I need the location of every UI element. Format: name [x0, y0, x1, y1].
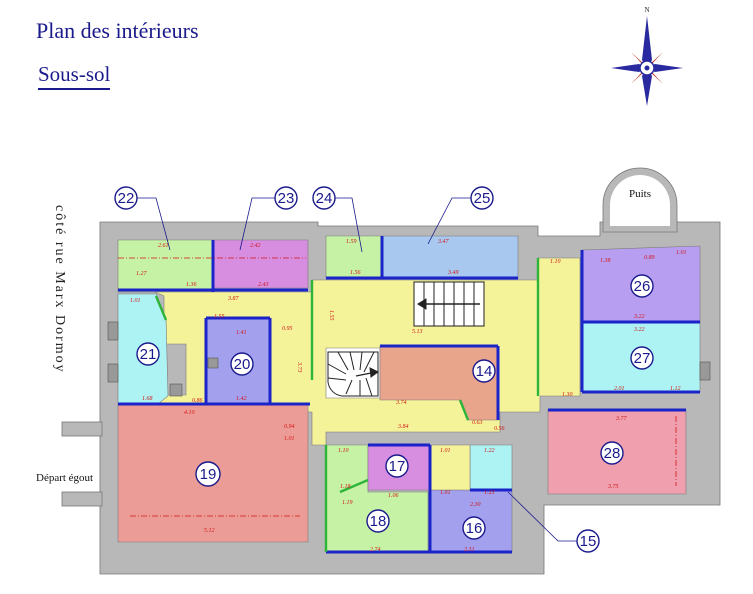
svg-text:1.23: 1.23 — [484, 490, 495, 496]
svg-text:1.06: 1.06 — [388, 493, 399, 499]
svg-text:1.42: 1.42 — [236, 395, 247, 402]
svg-text:25: 25 — [474, 190, 491, 207]
svg-text:3.47: 3.47 — [437, 238, 450, 245]
svg-text:2.42: 2.42 — [250, 242, 261, 249]
well-label: Puits — [629, 188, 651, 200]
staircase-upper-icon — [413, 281, 485, 327]
svg-text:0.89: 0.89 — [644, 255, 655, 261]
room-20-marker: 20 — [230, 352, 254, 376]
svg-text:1.41: 1.41 — [236, 329, 247, 336]
compass-rose-icon: N — [611, 6, 683, 106]
svg-text:27: 27 — [634, 350, 651, 367]
svg-text:2.74: 2.74 — [370, 546, 381, 553]
svg-text:1.12: 1.12 — [670, 386, 681, 392]
svg-text:1.56: 1.56 — [350, 270, 361, 276]
room-16-marker: 16 — [462, 516, 486, 540]
svg-text:23: 23 — [278, 190, 295, 207]
svg-text:26: 26 — [634, 278, 651, 295]
svg-text:17: 17 — [389, 458, 406, 475]
page-subtitle: Sous-sol — [38, 62, 111, 90]
room-15-marker: 15 — [576, 529, 600, 553]
svg-text:3.22: 3.22 — [633, 314, 645, 320]
svg-text:2.43: 2.43 — [258, 281, 269, 288]
room-27-marker: 27 — [630, 346, 654, 370]
svg-text:21: 21 — [140, 346, 157, 363]
svg-text:3.74: 3.74 — [395, 399, 407, 406]
svg-text:22: 22 — [118, 190, 135, 207]
svg-text:5.12: 5.12 — [204, 528, 215, 534]
svg-text:1.55: 1.55 — [328, 310, 334, 321]
svg-text:3.75: 3.75 — [607, 484, 619, 490]
svg-text:3.49: 3.49 — [447, 269, 459, 276]
room-25-marker: 25 — [470, 186, 494, 210]
svg-text:1.27: 1.27 — [136, 271, 148, 277]
street-label: côté rue Marx Dormoy — [52, 205, 67, 374]
svg-text:15: 15 — [580, 533, 597, 550]
svg-text:2.31: 2.31 — [464, 547, 475, 553]
svg-text:3.77: 3.77 — [615, 416, 628, 422]
inner-walls — [118, 236, 700, 554]
dimension-labels: 2.61 2.42 1.59 3.47 1.27 1.36 2.43 1.56 … — [130, 238, 687, 553]
svg-text:1.01: 1.01 — [440, 448, 451, 454]
room-23-marker: 23 — [274, 186, 298, 210]
drain-label: Départ égout — [36, 472, 93, 484]
svg-text:3.22: 3.22 — [633, 327, 645, 333]
svg-text:24: 24 — [316, 190, 333, 207]
room-17-marker: 17 — [385, 454, 409, 478]
room-19-marker: 19 — [195, 461, 221, 487]
room-28-marker: 28 — [600, 441, 624, 465]
svg-text:1.01: 1.01 — [676, 250, 687, 256]
svg-text:1.30: 1.30 — [562, 392, 573, 398]
svg-text:1.38: 1.38 — [600, 258, 611, 264]
svg-text:1.19: 1.19 — [342, 500, 353, 506]
svg-text:0.94: 0.94 — [284, 423, 295, 430]
svg-text:3.73: 3.73 — [296, 361, 302, 373]
svg-text:1.55: 1.55 — [214, 314, 225, 320]
svg-text:1.10: 1.10 — [550, 259, 561, 265]
svg-text:2.30: 2.30 — [470, 502, 481, 508]
svg-text:19: 19 — [200, 466, 217, 483]
svg-text:0.86: 0.86 — [192, 398, 203, 404]
svg-text:1.59: 1.59 — [346, 239, 357, 245]
leader-lines — [137, 197, 577, 542]
fixtures — [107, 321, 711, 397]
svg-text:3.87: 3.87 — [227, 296, 240, 302]
svg-text:28: 28 — [604, 445, 621, 462]
staircase-lower-icon — [327, 351, 379, 397]
svg-text:1.01: 1.01 — [440, 490, 451, 496]
room-14-marker: 14 — [472, 359, 496, 383]
svg-text:1.22: 1.22 — [484, 448, 495, 454]
svg-text:16: 16 — [466, 520, 483, 537]
svg-text:1.68: 1.68 — [142, 396, 153, 402]
room-21-marker: 21 — [136, 342, 160, 366]
svg-text:3.84: 3.84 — [397, 423, 409, 430]
svg-text:1.01: 1.01 — [284, 436, 295, 442]
svg-text:5.13: 5.13 — [412, 329, 423, 335]
svg-text:2.61: 2.61 — [158, 243, 169, 249]
svg-text:1.01: 1.01 — [130, 298, 141, 304]
room-markers: 14 15 16 17 18 19 20 21 22 23 24 25 26 2… — [114, 186, 654, 553]
page-title: Plan des intérieurs — [36, 18, 199, 43]
svg-text:0.56: 0.56 — [494, 426, 505, 432]
room-22-marker: 22 — [114, 186, 138, 210]
svg-text:2.01: 2.01 — [614, 386, 625, 392]
svg-text:1.36: 1.36 — [186, 282, 197, 288]
room-18-marker: 18 — [366, 509, 390, 533]
svg-text:0.95: 0.95 — [282, 326, 293, 332]
svg-text:14: 14 — [476, 363, 493, 380]
room-26-marker: 26 — [630, 274, 654, 298]
room-24-marker: 24 — [312, 186, 336, 210]
svg-text:0.63: 0.63 — [472, 420, 483, 426]
svg-text:1.10: 1.10 — [338, 448, 349, 454]
room-23-area — [212, 239, 309, 289]
compass-north-label: N — [644, 6, 649, 14]
svg-text:1.18: 1.18 — [340, 484, 351, 490]
svg-text:4.10: 4.10 — [184, 409, 195, 416]
svg-text:18: 18 — [370, 513, 387, 530]
svg-text:20: 20 — [234, 356, 251, 373]
